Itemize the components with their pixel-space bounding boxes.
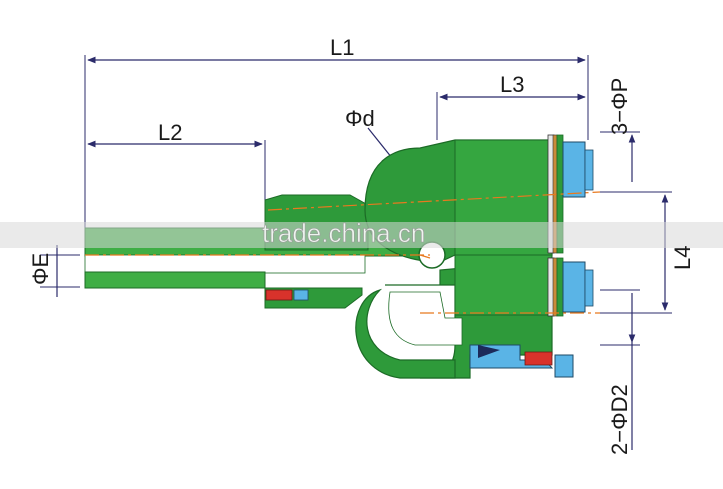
dimension-labels: L1 L2 L3 Φd L4 ΦE 3−ΦP 2−ΦD2 (28, 35, 695, 455)
label-phi-d: Φd (345, 106, 375, 131)
label-2-phi-d2: 2−ΦD2 (607, 384, 632, 455)
label-l3: L3 (500, 72, 524, 97)
oring-blue (293, 289, 309, 301)
label-l4: L4 (670, 246, 695, 270)
y-body (355, 139, 553, 379)
release-button-lower (562, 261, 586, 313)
dimension-lines (56, 56, 669, 450)
watermark-text: trade.china.cn (262, 218, 425, 248)
release-button-upper (562, 141, 586, 198)
label-3-phi-p: 3−ΦP (607, 78, 632, 135)
label-l2: L2 (158, 120, 182, 145)
phi-d-leader (367, 127, 393, 159)
watermark: trade.china.cn (0, 218, 723, 248)
extension-lines (40, 55, 672, 346)
oring-red (265, 289, 293, 301)
label-l1: L1 (330, 35, 354, 60)
label-phi-e: ΦE (28, 253, 53, 285)
centerlines (85, 191, 601, 314)
